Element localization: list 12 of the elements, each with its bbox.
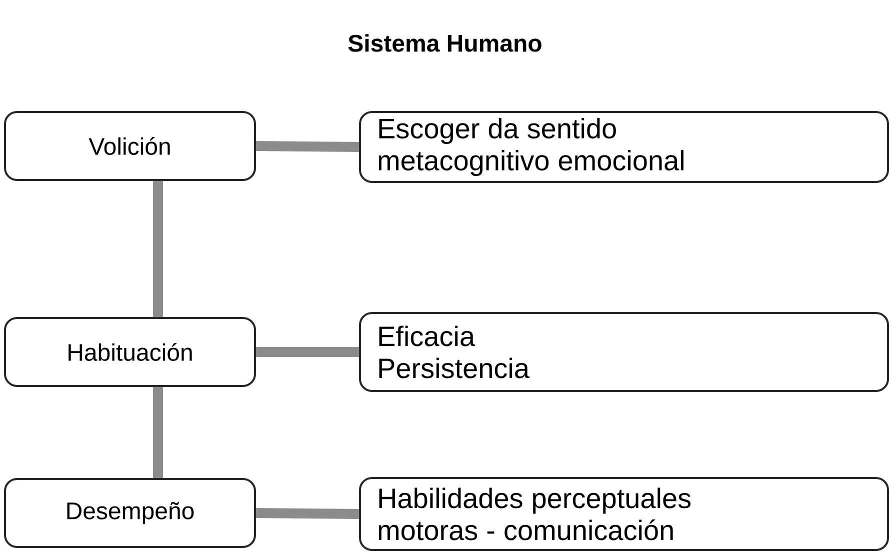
process-box: Volición xyxy=(4,111,256,181)
connector-bar xyxy=(256,346,359,357)
connector-bar xyxy=(256,141,360,152)
connector-bar xyxy=(153,386,163,478)
description-box: Habilidades perceptuales motoras - comunicación xyxy=(359,476,889,551)
description-box: Eficacia Persistencia xyxy=(359,312,889,392)
process-box: Desempeño xyxy=(4,478,256,548)
connector-bar xyxy=(256,508,360,519)
title: Sistema Humano xyxy=(348,34,542,52)
connector-bar xyxy=(153,181,163,317)
description-box: Escoger da sentido metacognitivo emocional xyxy=(359,111,889,183)
process-box: Habituación xyxy=(4,317,256,387)
